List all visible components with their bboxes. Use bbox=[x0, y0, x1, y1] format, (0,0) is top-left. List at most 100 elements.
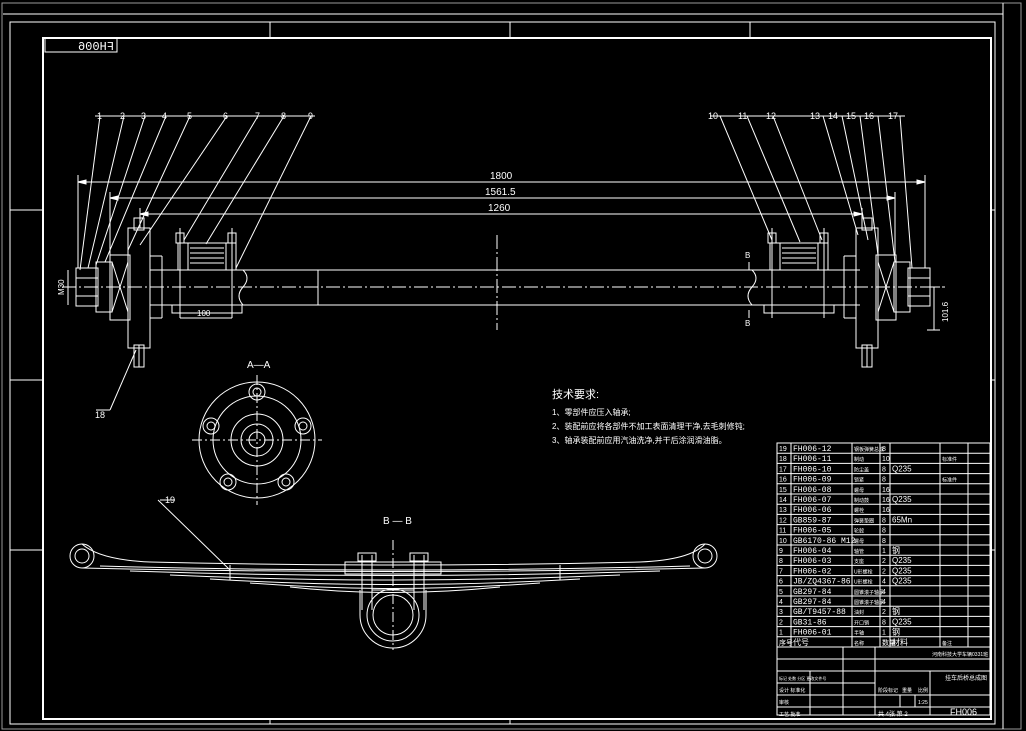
bom-header-name: 名称 bbox=[854, 640, 864, 647]
bom-row-19-code: FH006-12 bbox=[793, 445, 832, 454]
title-block-school: 河南科技大学车辆0331班 bbox=[932, 651, 988, 658]
bom-row-14-name: 制动鼓 bbox=[854, 497, 869, 504]
title-block-ratio: 比例 bbox=[918, 687, 928, 694]
balloon-6: 6 bbox=[223, 111, 228, 121]
title-block-revision-row: 标记 处数 分区 更改文件号 bbox=[779, 675, 826, 681]
bom-row-9-no: 9 bbox=[779, 548, 783, 555]
dim-overall: 1800 bbox=[490, 171, 513, 182]
bom-row-11-code: FH006-05 bbox=[793, 527, 832, 536]
bom-row-18-qty: 10 bbox=[882, 456, 890, 463]
title-block-scale: 1:25 bbox=[918, 700, 928, 706]
title-block-drawing-code: FH006 bbox=[950, 707, 977, 717]
bom-row-2-qty: 8 bbox=[882, 619, 886, 626]
bom-row-7-no: 7 bbox=[779, 568, 783, 575]
bom-row-3-mat: 钢 bbox=[892, 606, 900, 616]
bom-row-1-qty: 1 bbox=[882, 630, 886, 637]
bom-header-note: 备注 bbox=[942, 640, 952, 647]
bom-header-no: 序号 bbox=[779, 638, 793, 647]
bom-row-9-name: 轴管 bbox=[854, 548, 864, 555]
bom-row-12-name: 弹簧垫圈 bbox=[854, 517, 874, 524]
bom-row-13-code: FH006-06 bbox=[793, 506, 832, 515]
bom-row-14-mat: Q235 bbox=[892, 495, 912, 504]
bom-row-18-code: FH006-11 bbox=[793, 455, 832, 464]
bom-row-17-name: 防尘盖 bbox=[854, 466, 869, 473]
bom-row-9-qty: 1 bbox=[882, 548, 886, 555]
bom-row-17-no: 17 bbox=[779, 466, 787, 473]
bom-row-5-name: 圆锥滚子轴承 bbox=[854, 589, 884, 596]
balloon-14: 14 bbox=[828, 111, 838, 121]
bom-row-6-qty: 4 bbox=[882, 579, 886, 586]
section-aa-label: A—A bbox=[247, 360, 271, 371]
technical-requirements: 技术要求: 1、零部件应压入轴承; 2、装配前应将各部件不加工表面清理干净,去毛… bbox=[552, 388, 745, 445]
bom-row-13-name: 螺栓 bbox=[854, 507, 864, 514]
bom-row-15-qty: 16 bbox=[882, 487, 890, 494]
tech-req-item-2: 2、装配前应将各部件不加工表面清理干净,去毛刺修钝; bbox=[552, 421, 745, 431]
axle-assembly-view bbox=[62, 116, 945, 410]
bom-row-4-name: 圆锥滚子轴承 bbox=[854, 599, 884, 606]
bom-row-2-code: GB31-86 bbox=[793, 618, 827, 627]
bom-row-17-code: FH006-10 bbox=[793, 465, 832, 474]
bom-row-3-name: 油封 bbox=[854, 609, 864, 616]
title-block-stage: 阶段标记 bbox=[878, 687, 898, 694]
sheet-outer-frame bbox=[10, 22, 995, 724]
bom-row-4-qty: 4 bbox=[882, 599, 886, 606]
bom-row-18-name: 制动 bbox=[854, 456, 864, 463]
balloon-13: 13 bbox=[810, 111, 820, 121]
bom-header-code: 代号 bbox=[793, 637, 809, 648]
bom-row-15-code: FH006-08 bbox=[793, 486, 832, 495]
balloon-11: 11 bbox=[738, 111, 747, 121]
balloon-10: 10 bbox=[708, 111, 718, 121]
title-block-weight: 重量 bbox=[902, 687, 912, 694]
bom-row-11-no: 11 bbox=[779, 528, 786, 535]
bom-row-2-mat: Q235 bbox=[892, 617, 912, 626]
balloon-2: 2 bbox=[120, 111, 125, 121]
balloon-7: 7 bbox=[255, 111, 260, 121]
bom-row-12-code: GB859-87 bbox=[793, 516, 832, 525]
part-balloons: 1 2 3 4 5 6 7 8 9 10 11 12 13 14 15 16 1… bbox=[95, 111, 898, 505]
balloon-16: 16 bbox=[864, 111, 874, 121]
bom-row-6-mat: Q235 bbox=[892, 577, 912, 586]
mirrored-drawing-code: FH006 bbox=[78, 40, 114, 54]
section-aa-view bbox=[192, 375, 322, 505]
bom-row-5-code: GB297-84 bbox=[793, 588, 832, 597]
title-block-review-row: 审核 bbox=[779, 699, 789, 706]
balloon-17: 17 bbox=[888, 111, 898, 121]
bom-row-1-mat: 钢 bbox=[892, 627, 900, 637]
leaf-spring-view bbox=[70, 500, 717, 650]
bom-row-6-name: U形螺栓 bbox=[854, 579, 873, 586]
bom-row-16-no: 16 bbox=[779, 477, 787, 484]
bom-row-8-code: FH006-03 bbox=[793, 557, 832, 566]
bom-row-16-qty: 8 bbox=[882, 477, 886, 484]
cut-mark-b-top: B bbox=[745, 251, 750, 260]
balloon-8: 8 bbox=[281, 111, 286, 121]
bom-row-14-code: FH006-07 bbox=[793, 496, 832, 505]
dim-right-offset: 101.6 bbox=[941, 301, 950, 322]
balloon-4: 4 bbox=[162, 111, 167, 121]
bom-row-1-name: 半轴 bbox=[854, 630, 864, 637]
bom-row-3-qty: 2 bbox=[882, 609, 886, 616]
bom-row-12-no: 12 bbox=[779, 517, 787, 524]
dim-mid: 1561.5 bbox=[485, 187, 516, 198]
bom-row-7-code: FH006-02 bbox=[793, 567, 832, 576]
bom-row-15-name: 螺母 bbox=[854, 487, 864, 494]
bom-row-14-no: 14 bbox=[779, 497, 787, 504]
balloon-9: 9 bbox=[308, 111, 313, 121]
bom-row-17-qty: 8 bbox=[882, 466, 886, 473]
dimension-labels: 1800 1561.5 1260 100 M30 101.6 B B bbox=[57, 171, 950, 328]
bom-row-15-no: 15 bbox=[779, 487, 787, 494]
dim-inner: 1260 bbox=[488, 203, 511, 214]
bom-row-19-name: 钢板弹簧总成 bbox=[854, 446, 884, 453]
cut-mark-b-bottom: B bbox=[745, 319, 750, 328]
title-block-designer-row: 设计 标准化 bbox=[779, 687, 805, 694]
cad-viewport-border bbox=[2, 3, 1021, 729]
title-block-sheet: 共 4张 第 2 bbox=[878, 710, 908, 718]
balloon-3: 3 bbox=[141, 111, 146, 121]
dim-spring-pad: 100 bbox=[197, 309, 211, 318]
bom-row-2-no: 2 bbox=[779, 619, 783, 626]
mirrored-code-box bbox=[45, 38, 117, 52]
bom-row-6-no: 6 bbox=[779, 579, 783, 586]
bom-row-14-qty: 16 bbox=[882, 497, 890, 504]
bom-row-19-no: 19 bbox=[779, 446, 787, 453]
bom-row-16-name: 锁紧 bbox=[854, 477, 864, 484]
